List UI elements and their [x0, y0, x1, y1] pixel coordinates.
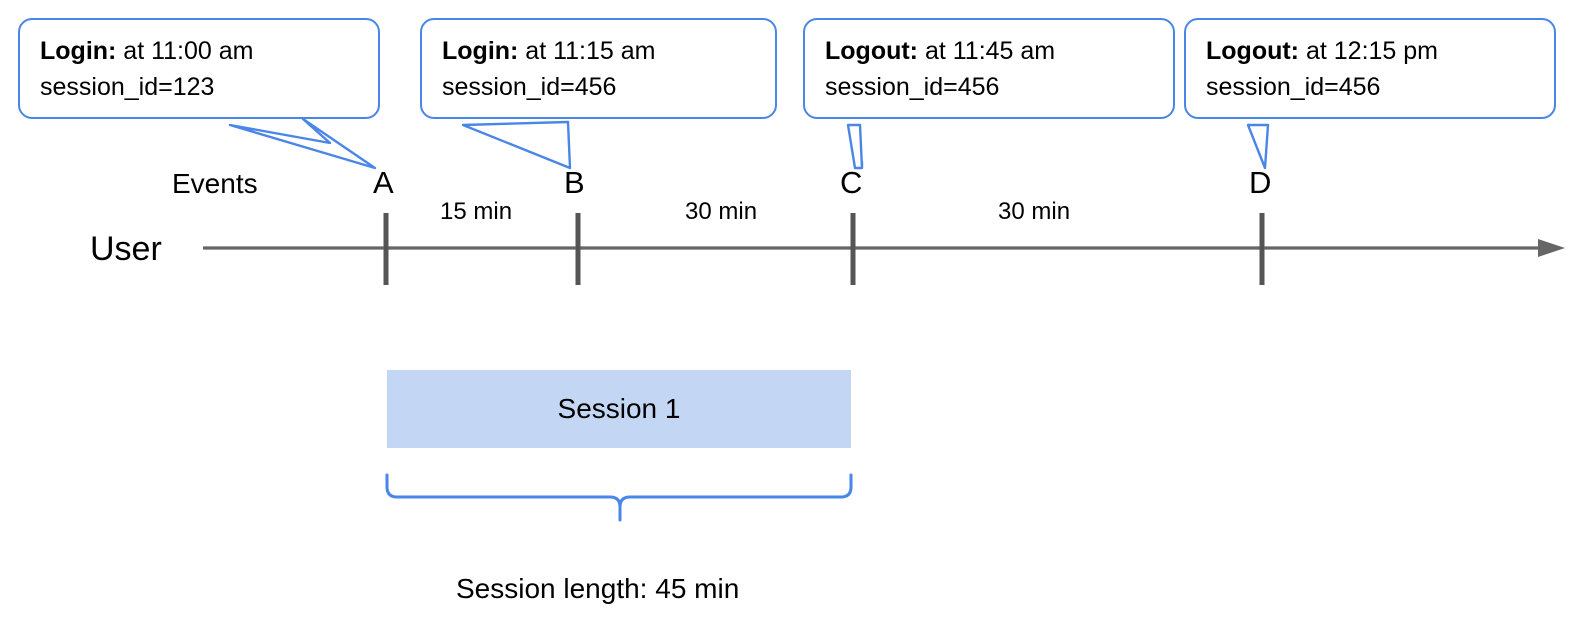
duration-label-a-b: 15 min: [440, 198, 513, 225]
callout-line-primary: Logout: at 12:15 pm: [1206, 34, 1536, 70]
events-row-label: Events: [172, 168, 258, 199]
callout-line-primary: Login: at 11:00 am: [40, 34, 360, 70]
callout-event-time: at 11:45 am: [918, 37, 1056, 65]
callout-session-id: session_id=456: [825, 72, 1000, 101]
duration-label-c-d: 30 min: [998, 198, 1071, 225]
callout-tail-c: [846, 123, 864, 170]
callout-line-primary: Logout: at 11:45 am: [825, 34, 1155, 70]
callout-event-kind: Login:: [40, 37, 117, 65]
callout-event-time: at 11:00 am: [116, 37, 254, 65]
duration-label-b-c: 30 min: [685, 198, 758, 225]
callout-event-kind: Login:: [442, 37, 519, 65]
callout-event-time: at 12:15 pm: [1299, 37, 1438, 65]
event-label-d: D: [1249, 165, 1272, 200]
callout-session-id: session_id=123: [40, 72, 215, 101]
event-callout-c: Logout: at 11:45 am session_id=456: [803, 18, 1175, 119]
callout-line-primary: Login: at 11:15 am: [442, 34, 757, 70]
session-bar-label: Session 1: [557, 393, 681, 424]
callout-event-kind: Logout:: [825, 37, 919, 65]
callout-tail-a: [228, 117, 377, 170]
session-span-brace: [385, 473, 853, 522]
timeline-axis-arrowhead: [1538, 239, 1565, 257]
callout-tail-b: [461, 120, 572, 170]
callout-event-kind: Logout:: [1206, 37, 1300, 65]
session-bar: Session 1: [387, 370, 851, 448]
callout-tail-d: [1246, 123, 1270, 170]
callout-event-time: at 11:15 am: [518, 37, 656, 65]
event-label-a: A: [373, 165, 394, 200]
event-label-c: C: [840, 165, 863, 200]
event-callout-b: Login: at 11:15 am session_id=456: [420, 18, 777, 119]
event-callout-d: Logout: at 12:15 pm session_id=456: [1184, 18, 1556, 119]
event-label-b: B: [564, 165, 585, 200]
callout-session-id: session_id=456: [1206, 72, 1381, 101]
session-length-caption: Session length: 45 min: [456, 573, 740, 604]
callout-session-id: session_id=456: [442, 72, 617, 101]
user-lane-label: User: [90, 230, 162, 268]
event-callout-a: Login: at 11:00 am session_id=123: [18, 18, 380, 119]
